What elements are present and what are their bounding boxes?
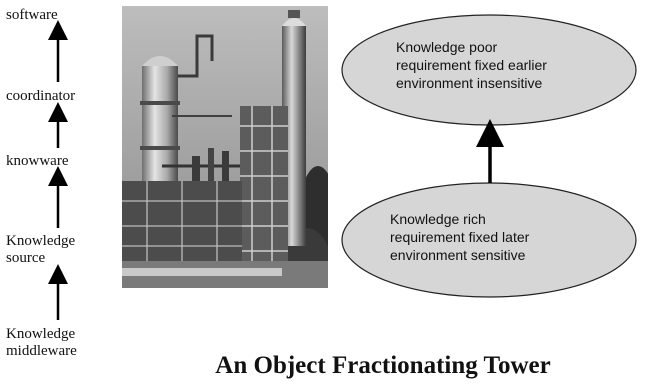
stack-level-software: software [6,7,58,23]
stack-level-knowledge-source: Knowledge source [6,233,106,267]
top-ellipse-line-3: environment insensitive [396,75,543,91]
stack-level-knowledge-middleware: Knowledge middleware [6,326,106,360]
top-ellipse-text: Knowledge poor requirement fixed earlier… [396,38,596,92]
bottom-ellipse-line-3: environment sensitive [390,247,526,263]
knowledge-source-line-1: Knowledge [6,233,76,249]
knowledge-middleware-line-1: Knowledge [6,326,76,342]
top-ellipse-line-2: requirement fixed earlier [396,57,547,73]
stack-level-knowware: knowware [6,153,69,169]
fractionating-tower-photo [122,6,328,288]
stack-arrows [48,20,68,320]
knowledge-middleware-line-2: middleware [6,343,77,359]
top-ellipse-line-1: Knowledge poor [396,39,498,55]
figure-caption: An Object Fractionating Tower [215,352,551,379]
knowledge-ellipse-diagram [341,14,637,298]
knowledge-source-line-2: source [6,250,46,266]
bottom-ellipse-text: Knowledge rich requirement fixed later e… [390,210,590,264]
bottom-ellipse-line-1: Knowledge rich [390,211,486,227]
bottom-ellipse-line-2: requirement fixed later [390,229,530,245]
stack-level-coordinator: coordinator [6,88,76,104]
